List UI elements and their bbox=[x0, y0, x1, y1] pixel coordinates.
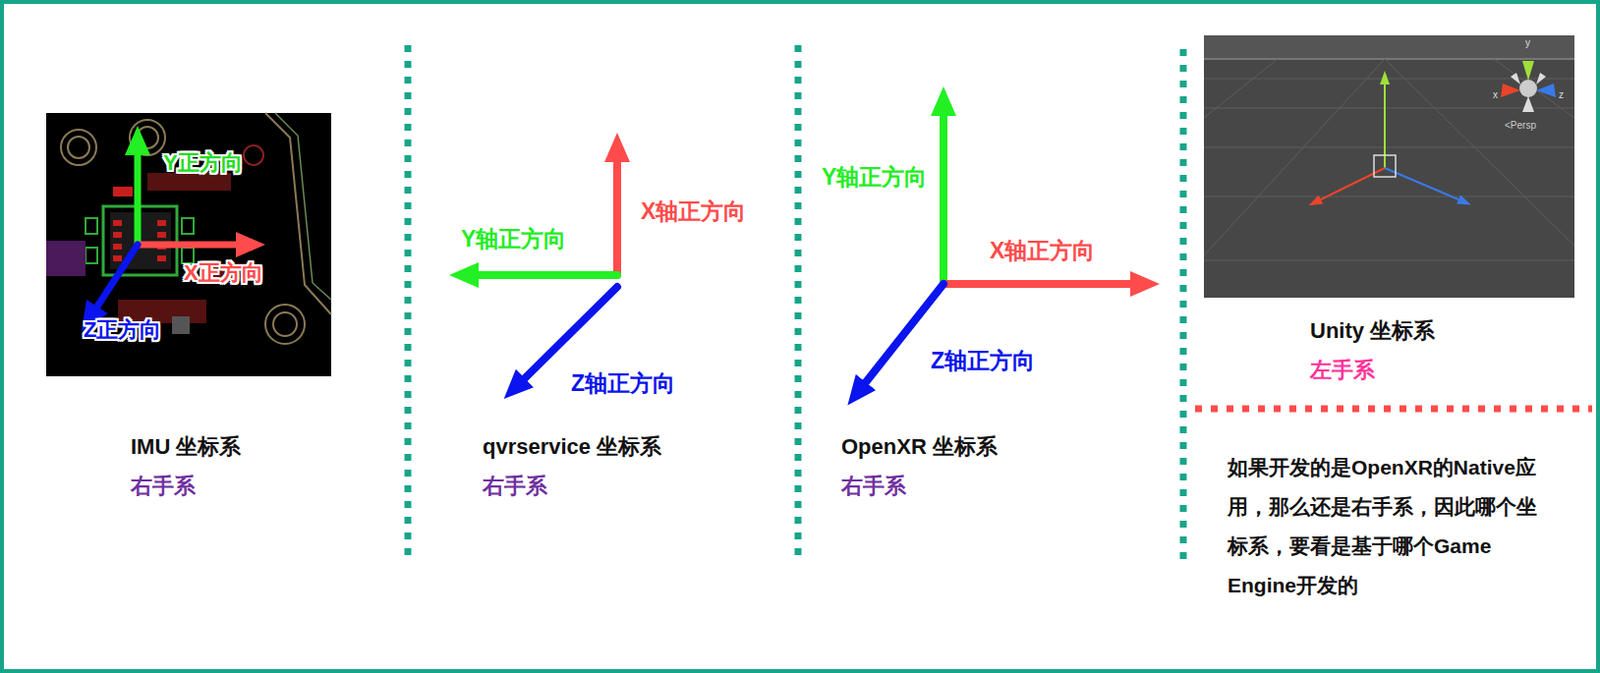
imu-board-image: Y正方向 X正方向 Z正方向 bbox=[46, 113, 332, 377]
system-caption: qvrservice 坐标系 bbox=[482, 432, 662, 462]
system-caption: Unity 坐标系 bbox=[1310, 316, 1435, 346]
unity-screenshot-part-part bbox=[1203, 196, 1575, 198]
panel-separator-part bbox=[795, 45, 802, 563]
gizmo-label: y bbox=[1525, 37, 1531, 49]
panel-separator bbox=[407, 45, 1184, 569]
imu-pcb-image-part bbox=[137, 241, 236, 249]
note-divider bbox=[1195, 405, 1593, 413]
panel-separator-part bbox=[1180, 49, 1188, 569]
imu-pcb-image-part bbox=[85, 218, 98, 234]
unity-screenshot-part bbox=[1203, 57, 1575, 60]
imu-pcb-image-part bbox=[275, 113, 332, 300]
system-caption: IMU 坐标系 bbox=[130, 432, 241, 462]
imu-pcb-image-part bbox=[85, 247, 98, 264]
unity-screenshot-part-part bbox=[1203, 260, 1575, 262]
imu-pcb-image bbox=[46, 113, 332, 377]
unity-screenshot-part-part bbox=[1203, 108, 1575, 110]
unity-screenshot bbox=[1203, 35, 1575, 298]
imu-pcb-image-part bbox=[97, 244, 138, 307]
imu-pcb-image-part bbox=[265, 304, 305, 344]
axis-label: X轴正方向 bbox=[640, 196, 746, 228]
imu-pcb-image-part bbox=[46, 113, 332, 377]
gizmo-label: x bbox=[1492, 89, 1498, 101]
unity-screenshot-part bbox=[1522, 60, 1535, 81]
imu-pcb-image-part bbox=[113, 255, 122, 262]
imu-pcb-image-part bbox=[129, 119, 166, 156]
handedness-label: 左手系 bbox=[1310, 355, 1375, 386]
openxr-axes-part bbox=[939, 115, 948, 285]
imu-pcb-image-part bbox=[265, 113, 332, 315]
qvrservice-axes-part bbox=[613, 162, 622, 276]
unity-screenshot-part bbox=[1203, 58, 1575, 261]
axis-label: X轴正方向 bbox=[989, 235, 1095, 267]
qvrservice-axes-part bbox=[524, 286, 618, 379]
unity-screenshot-part bbox=[1536, 83, 1556, 98]
unity-screenshot-part-part bbox=[1203, 58, 1278, 118]
imu-pcb-image-part bbox=[46, 240, 86, 277]
axis-label: Z轴正方向 bbox=[930, 345, 1035, 377]
openxr-axes bbox=[865, 115, 1131, 383]
imu-pcb-image-part bbox=[157, 220, 167, 227]
unity-screenshot-part-part bbox=[1203, 147, 1575, 149]
unity-screenshot-part bbox=[1373, 155, 1396, 177]
imu-pcb-image-part bbox=[181, 218, 194, 234]
imu-pcb-image-part bbox=[147, 172, 231, 191]
unity-screenshot-part bbox=[1522, 96, 1535, 113]
imu-pcb-image-part bbox=[157, 231, 167, 238]
unity-screenshot-part bbox=[1510, 72, 1521, 85]
handedness-label: 右手系 bbox=[130, 471, 196, 502]
system-caption: OpenXR 坐标系 bbox=[841, 432, 998, 462]
axis-label: Y轴正方向 bbox=[460, 224, 567, 255]
qvrservice-axes-part bbox=[478, 271, 618, 280]
unity-screenshot-part-part bbox=[1384, 58, 1575, 246]
axis-label: X正方向 bbox=[183, 258, 264, 288]
imu-pcb-image-part bbox=[113, 231, 122, 238]
imu-pcb-image-part bbox=[273, 312, 297, 337]
axis-label: Y正方向 bbox=[163, 148, 243, 178]
imu-pcb-image-part bbox=[113, 220, 122, 227]
imu-pcb-image-part bbox=[134, 155, 142, 245]
unity-screenshot-part bbox=[1519, 79, 1538, 98]
imu-pcb-image-part bbox=[113, 243, 122, 250]
view-mode-label: <Persp bbox=[1504, 119, 1537, 131]
imu-pcb-image-part bbox=[113, 186, 133, 197]
axis-label: Z轴正方向 bbox=[571, 368, 676, 400]
imu-pcb-image-part bbox=[67, 136, 90, 159]
imu-pcb-image-part bbox=[171, 316, 190, 335]
unity-screenshot-part bbox=[1320, 168, 1385, 200]
unity-screenshot-part bbox=[1203, 35, 1575, 59]
openxr-axes-part bbox=[943, 280, 1131, 288]
unity-screenshot-part-part bbox=[1203, 58, 1385, 256]
imu-pcb-image-part bbox=[243, 145, 264, 166]
note-text: 如果开发的是OpenXR的Native应用，那么还是右手系，因此哪个坐标系，要看… bbox=[1227, 448, 1552, 606]
imu-pcb-image-part bbox=[136, 126, 159, 149]
axis-label: Z正方向 bbox=[83, 315, 162, 345]
unity-screenshot-part bbox=[1203, 35, 1575, 298]
panel-separator-part bbox=[404, 45, 412, 563]
unity-screenshot-part-part bbox=[1493, 58, 1575, 118]
unity-screenshot-part bbox=[1500, 83, 1521, 98]
handedness-label: 右手系 bbox=[482, 471, 548, 502]
imu-pcb-image-part bbox=[60, 129, 97, 166]
handedness-label: 右手系 bbox=[841, 471, 907, 502]
gizmo-label: z bbox=[1558, 89, 1564, 101]
qvrservice-axes bbox=[478, 162, 618, 379]
unity-scene-view: y x z <Persp bbox=[1203, 35, 1575, 298]
imu-pcb-image-part bbox=[157, 255, 167, 262]
unity-screenshot-part-part bbox=[1203, 78, 1575, 80]
axis-label: Y轴正方向 bbox=[821, 162, 927, 193]
unity-screenshot-part bbox=[1536, 72, 1546, 85]
